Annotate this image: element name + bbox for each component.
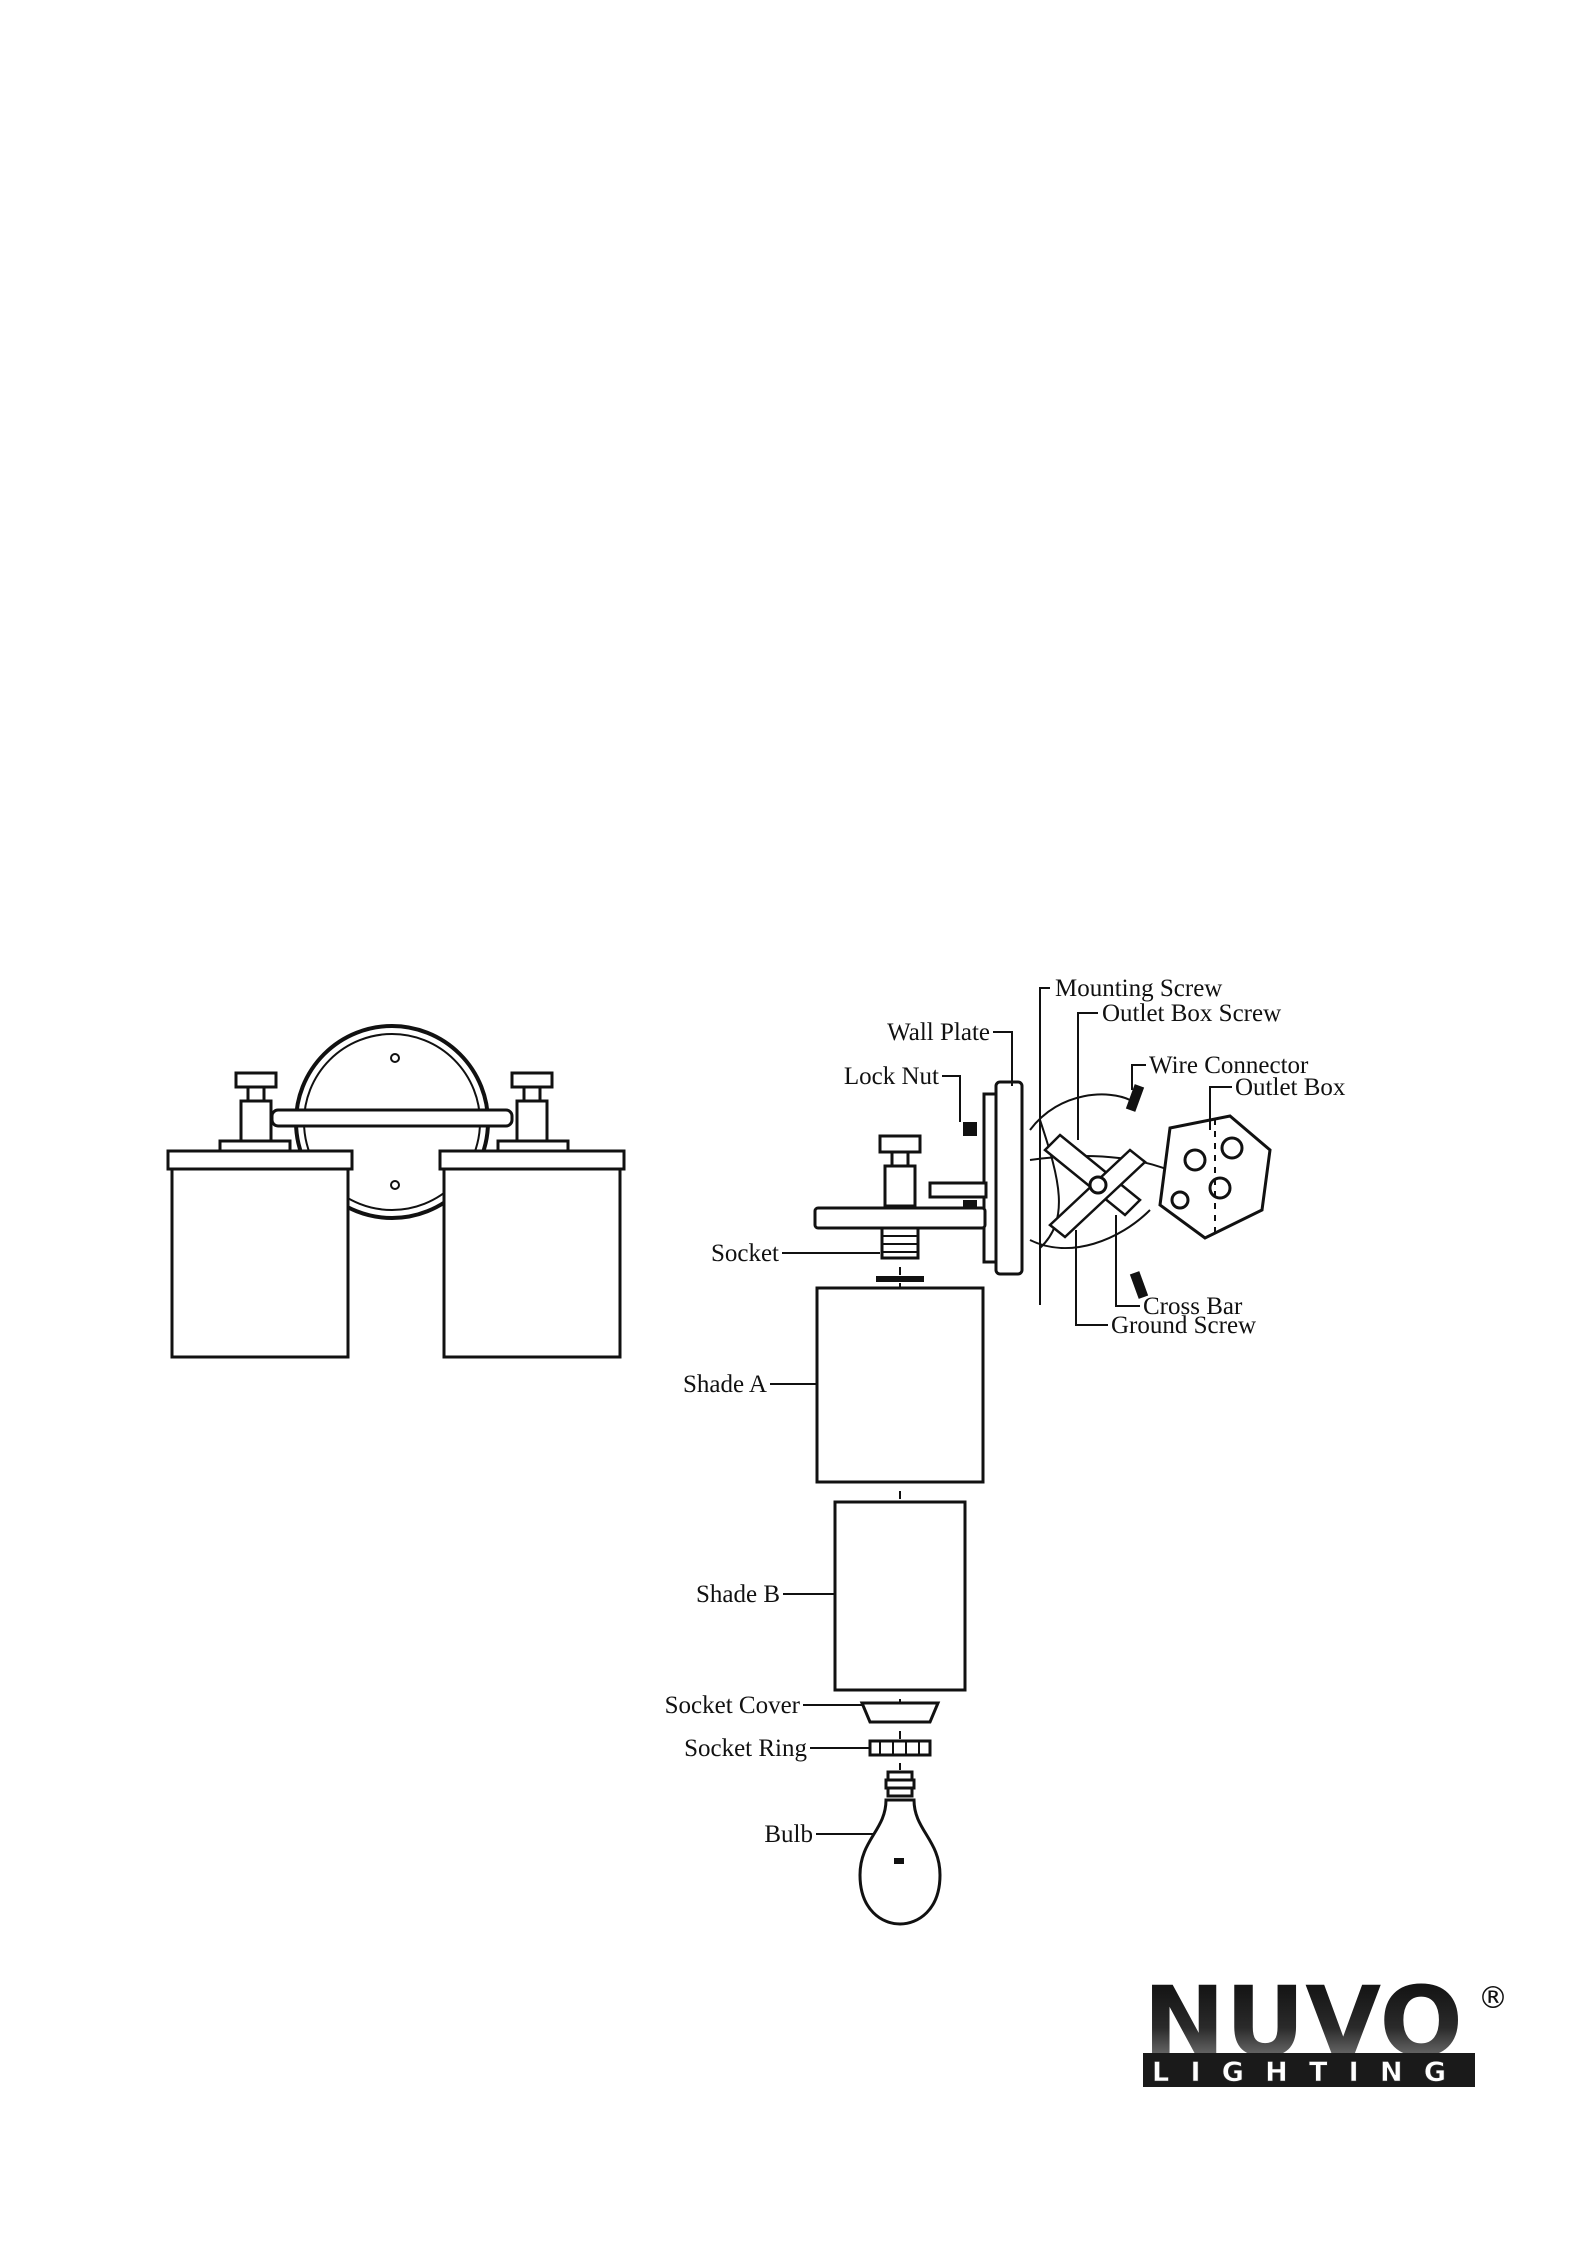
label-shade-b: Shade B bbox=[696, 1581, 780, 1608]
label-outlet-box: Outlet Box bbox=[1235, 1074, 1346, 1101]
label-outlet-box-screw: Outlet Box Screw bbox=[1102, 1000, 1281, 1027]
exploded-assembly bbox=[815, 1082, 1270, 1924]
label-socket-ring: Socket Ring bbox=[684, 1735, 807, 1762]
label-lock-nut: Lock Nut bbox=[844, 1063, 939, 1090]
registered-mark: ® bbox=[1478, 1981, 1508, 2016]
label-socket-cover: Socket Cover bbox=[665, 1692, 801, 1719]
label-shade-a: Shade A bbox=[683, 1371, 767, 1398]
label-wall-plate: Wall Plate bbox=[887, 1019, 990, 1046]
label-mounting-screw: Mounting Screw bbox=[1055, 975, 1222, 1002]
front-view-fixture bbox=[168, 1026, 624, 1357]
label-socket: Socket bbox=[711, 1240, 779, 1267]
label-bulb: Bulb bbox=[764, 1821, 813, 1848]
nuvo-lighting-logo: NUVO ® LIGHTING bbox=[1143, 1966, 1508, 2088]
label-ground-screw: Ground Screw bbox=[1111, 1312, 1256, 1339]
